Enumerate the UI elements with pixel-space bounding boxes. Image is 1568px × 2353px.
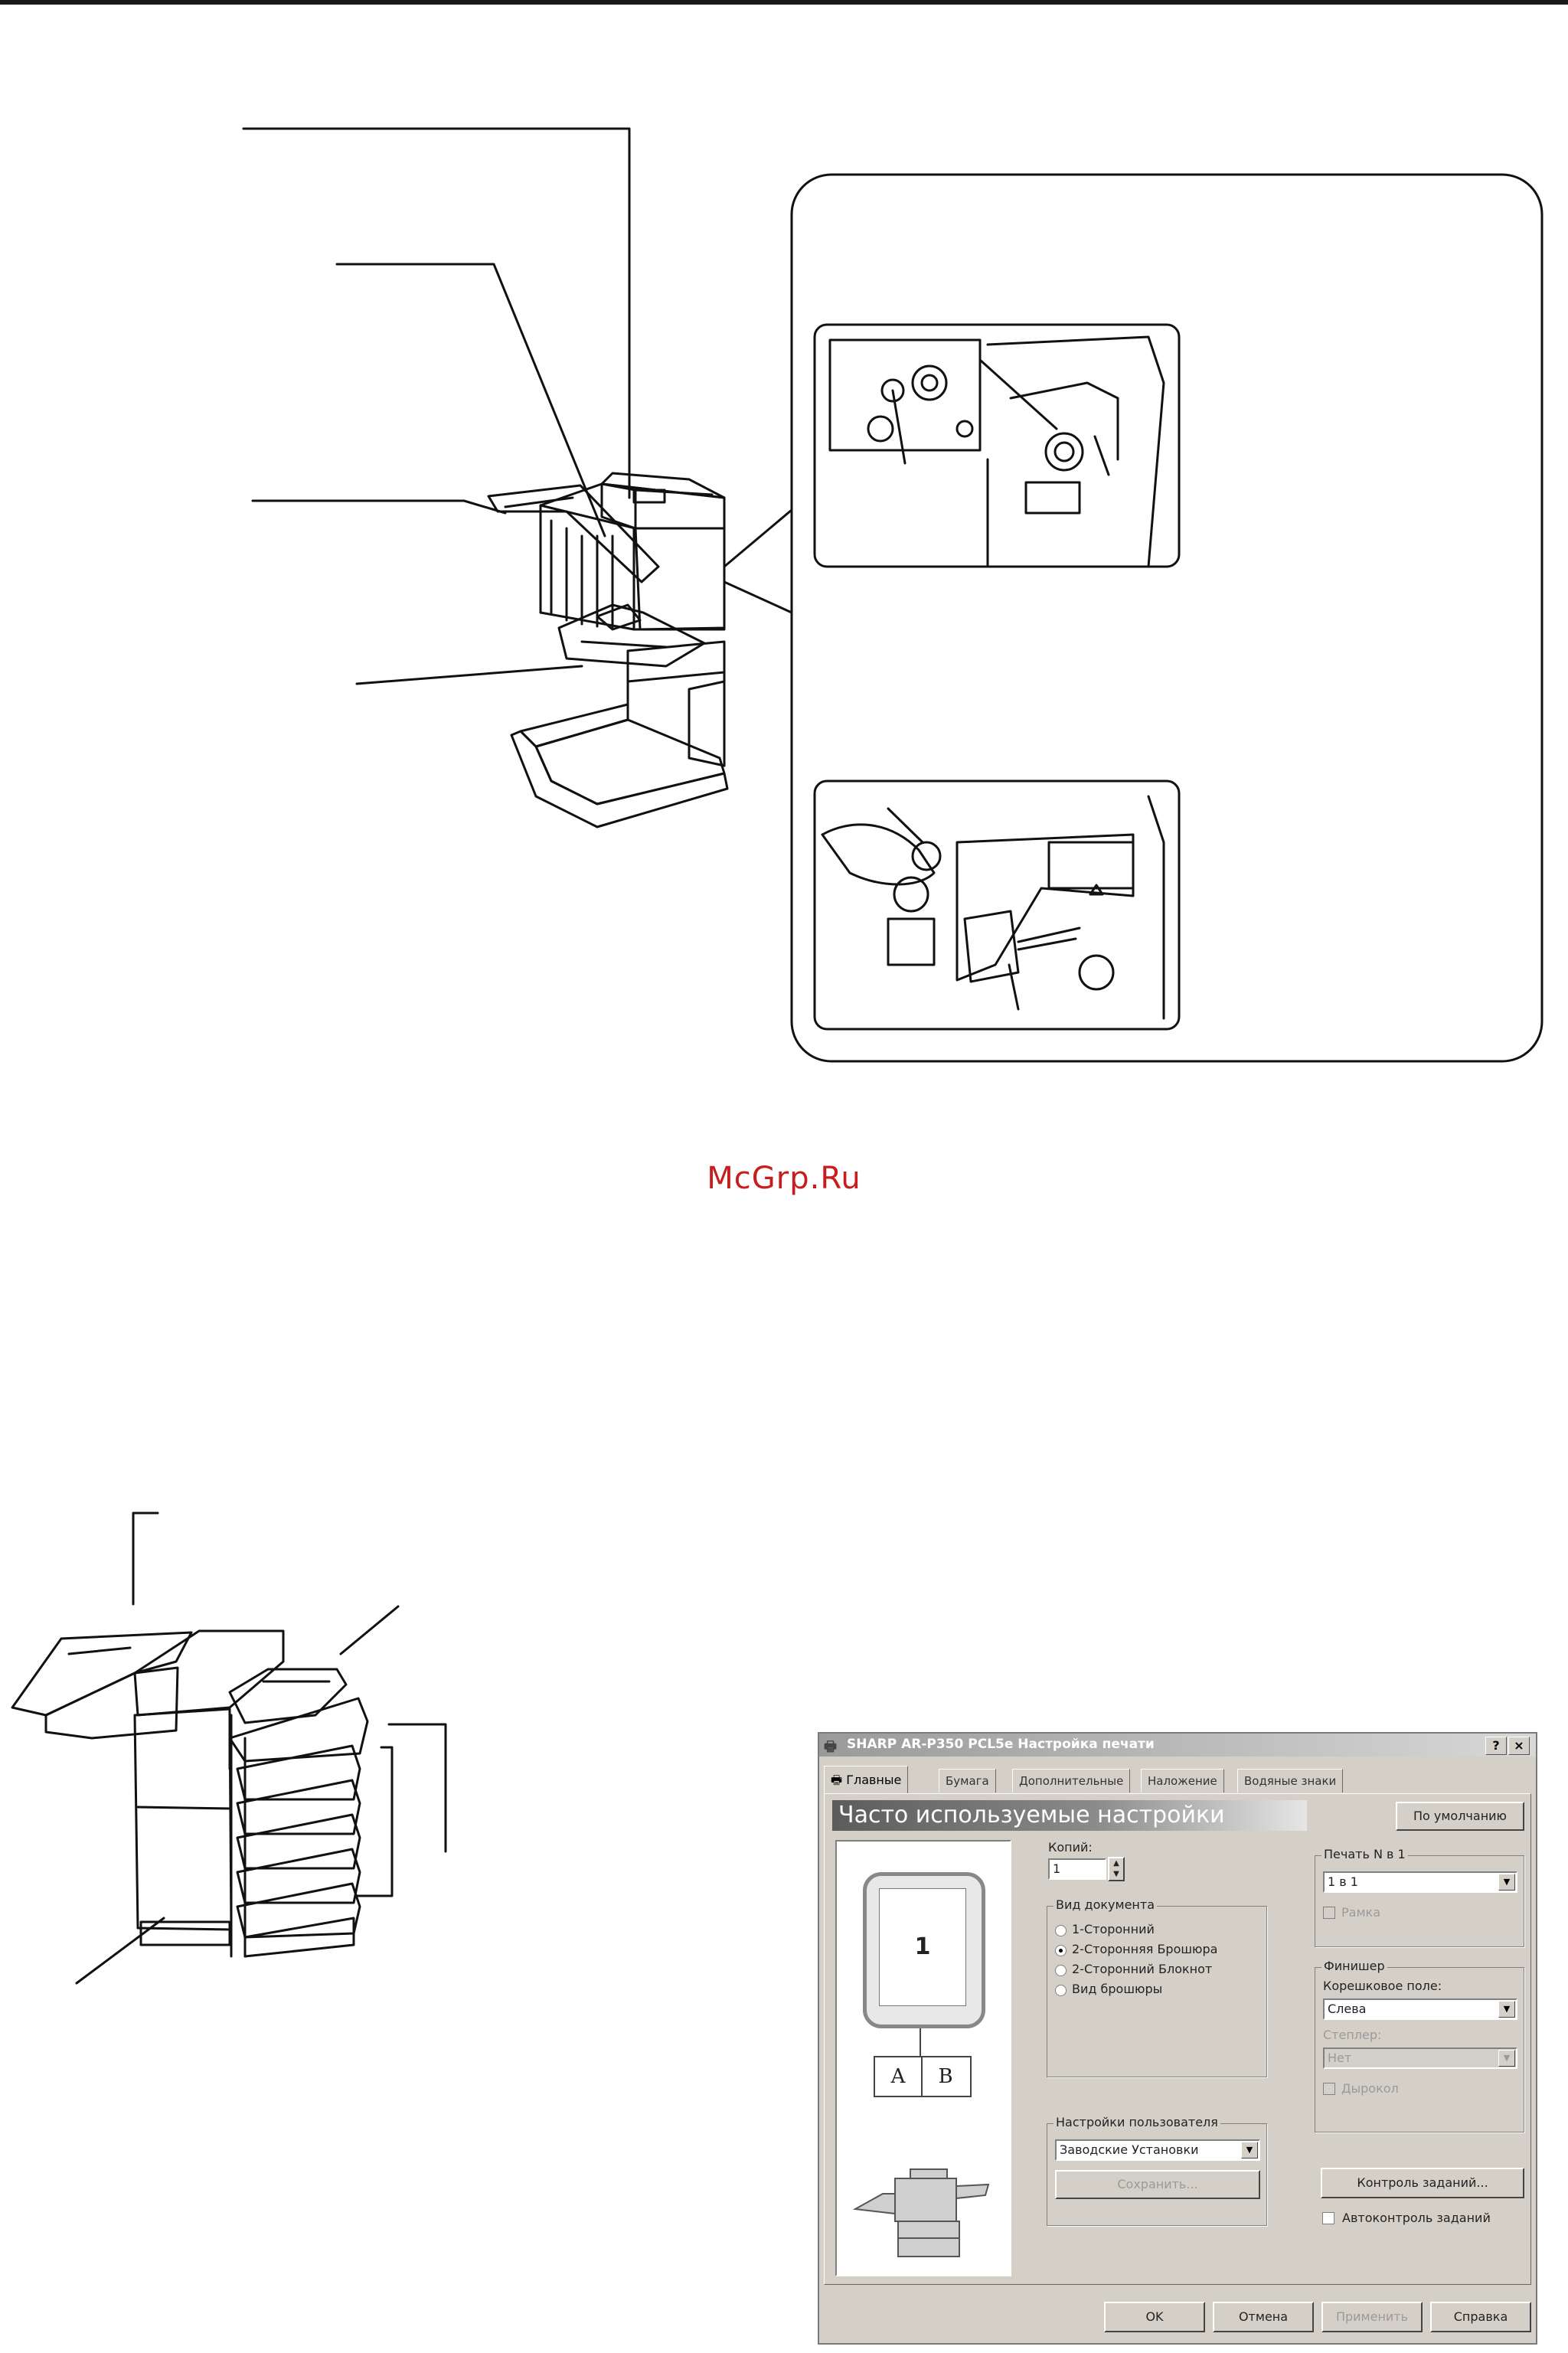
callout-line-side-tray: [339, 1605, 400, 1655]
tab-watermarks[interactable]: Водяные знаки: [1237, 1769, 1344, 1793]
binding-edge-select[interactable]: Слева ▼: [1323, 1998, 1517, 2020]
chevron-down-icon: ▼: [1498, 2050, 1515, 2067]
help-footer-button[interactable]: Справка: [1430, 2302, 1531, 2332]
default-button[interactable]: По умолчанию: [1396, 1802, 1524, 1831]
tab-panel-main: Часто используемые настройки По умолчани…: [824, 1793, 1531, 2285]
banner-title: Часто используемые настройки: [832, 1800, 1307, 1831]
save-settings-button[interactable]: Сохранить...: [1055, 2170, 1260, 2199]
copies-input[interactable]: 1: [1048, 1858, 1106, 1880]
booklet-right-letter: B: [938, 2065, 953, 2088]
punch-checkbox[interactable]: [1323, 2083, 1335, 2095]
job-control-button[interactable]: Контроль заданий...: [1321, 2168, 1524, 2198]
binding-indicator: [920, 2028, 921, 2056]
dialog-titlebar: 🖶 SHARP AR-P350 PCL5e Настройка печати ?…: [819, 1734, 1536, 1757]
apply-button[interactable]: Применить: [1321, 2302, 1423, 2332]
option-one-sided: 1-Сторонний: [1072, 1922, 1155, 1936]
borders-checkbox[interactable]: [1323, 1907, 1335, 1919]
tab-overlay[interactable]: Наложение: [1141, 1769, 1224, 1793]
n-up-title: Печать N в 1: [1321, 1847, 1408, 1861]
n-up-group: Печать N в 1 1 в 1 ▼ Рамка: [1315, 1847, 1524, 1947]
document-style-title: Вид документа: [1054, 1897, 1158, 1912]
radio-two-sided-tablet[interactable]: [1055, 1965, 1067, 1976]
copies-stepper[interactable]: ▲▼: [1108, 1857, 1125, 1881]
chevron-down-icon: ▼: [1498, 1874, 1515, 1891]
tab-printer-icon: 🖶: [831, 1773, 847, 1787]
ok-button[interactable]: OK: [1104, 2302, 1205, 2332]
radio-two-sided-booklet[interactable]: [1055, 1945, 1067, 1956]
option-two-sided-tablet: 2-Сторонний Блокнот: [1072, 1962, 1213, 1976]
staple-select[interactable]: Нет ▼: [1323, 2047, 1517, 2069]
callout-line-lower-tray: [355, 665, 583, 685]
staple-label: Степлер:: [1323, 2028, 1382, 2042]
punch-label: Дырокол: [1341, 2081, 1399, 2096]
tab-paper[interactable]: Бумага: [939, 1769, 996, 1793]
dialog-title: SHARP AR-P350 PCL5e Настройка печати: [847, 1737, 1155, 1752]
callout-line-inner: [335, 263, 606, 538]
binding-edge-label: Корешковое поле:: [1323, 1979, 1442, 1993]
user-settings-select[interactable]: Заводские Установки ▼: [1055, 2139, 1260, 2161]
page-preview-frame: 1: [863, 1872, 985, 2028]
borders-label: Рамка: [1341, 1905, 1380, 1920]
top-rule: [0, 0, 1568, 5]
radio-one-sided[interactable]: [1055, 1925, 1067, 1936]
auto-job-control-label: Автоконтроль заданий: [1342, 2211, 1491, 2225]
close-button[interactable]: ×: [1508, 1737, 1530, 1755]
option-booklet-view: Вид брошюры: [1072, 1982, 1163, 1996]
finisher-title: Финишер: [1321, 1959, 1387, 1973]
n-up-select[interactable]: 1 в 1 ▼: [1323, 1871, 1517, 1893]
sorter-illustration: [11, 1511, 447, 1985]
callout-line-tray: [251, 499, 507, 515]
device-preview-icon: [852, 2168, 990, 2257]
callout-line-bins: [387, 1723, 447, 1853]
inset-photo-upper: [813, 323, 1181, 568]
finisher-group: Финишер Корешковое поле: Слева ▼ Степлер…: [1315, 1959, 1524, 2132]
booklet-left-letter: A: [875, 2057, 923, 2096]
callout-line-top-tray: [132, 1511, 159, 1606]
auto-job-control-checkbox[interactable]: [1322, 2212, 1334, 2224]
help-button[interactable]: ?: [1485, 1737, 1507, 1755]
cancel-button[interactable]: Отмена: [1213, 2302, 1314, 2332]
user-settings-group: Настройки пользователя Заводские Установ…: [1047, 2115, 1267, 2226]
callout-line-top-cover: [242, 127, 631, 499]
booklet-preview: A B: [874, 2056, 972, 2097]
tab-advanced[interactable]: Дополнительные: [1012, 1769, 1131, 1793]
watermark: McGrp.Ru: [707, 1161, 861, 1196]
print-settings-dialog: 🖶 SHARP AR-P350 PCL5e Настройка печати ?…: [818, 1732, 1537, 2345]
callout-panel: [723, 173, 1544, 1063]
radio-booklet-view[interactable]: [1055, 1985, 1067, 1996]
tab-main[interactable]: 🖶 Главные: [824, 1766, 909, 1794]
option-two-sided-booklet: 2-Сторонняя Брошюра: [1072, 1942, 1218, 1956]
copies-label: Копий:: [1048, 1840, 1093, 1855]
document-style-group: Вид документа 1-Сторонний 2-Сторонняя Бр…: [1047, 1897, 1267, 2077]
finisher-illustration: [242, 127, 729, 828]
chevron-down-icon: ▼: [1241, 2142, 1258, 2159]
user-settings-title: Настройки пользователя: [1054, 2115, 1220, 2129]
page-preview-number: 1: [879, 1888, 966, 2006]
preview-pane: 1 A B: [835, 1840, 1011, 2276]
printer-icon: 🖶: [824, 1739, 837, 1755]
chevron-down-icon: ▼: [1498, 2001, 1515, 2018]
inset-photo-lower: [813, 779, 1181, 1031]
